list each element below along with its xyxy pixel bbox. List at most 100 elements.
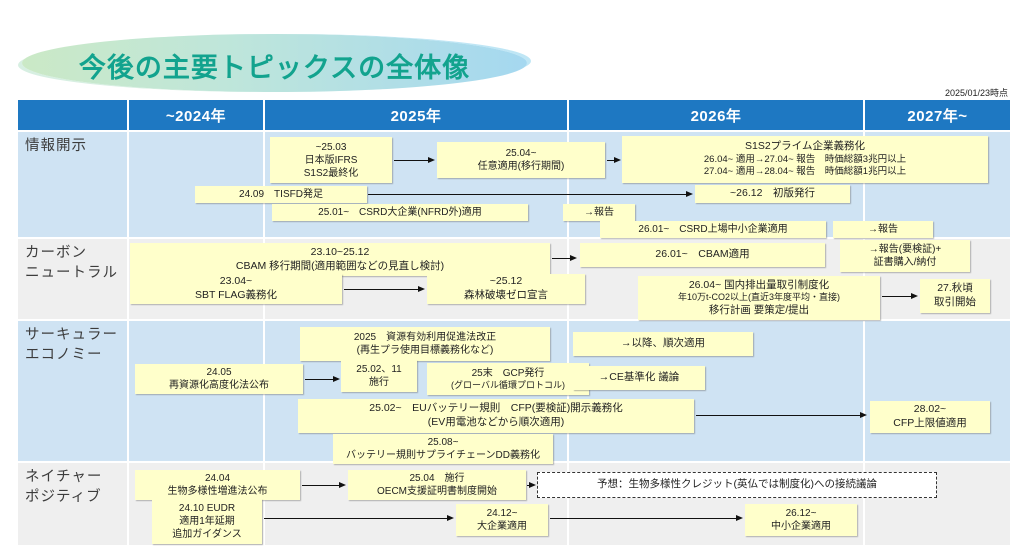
row-label: 情報開示: [25, 136, 87, 156]
note-line: バッテリー規則サプライチェーンDD義務化: [346, 450, 540, 461]
note-line: OECM支援証明書制度開始: [377, 486, 497, 497]
note-line: CFP上限値適用: [893, 417, 967, 429]
note-line: 23.10~25.12: [310, 245, 370, 258]
timeline-note: ~26.12 初版発行: [695, 185, 850, 203]
note-line: 24.04: [204, 473, 231, 484]
note-line: ~25.12: [489, 275, 523, 288]
timeline-note: 28.02~CFP上限値適用: [870, 401, 990, 433]
timeline-arrow: [527, 481, 536, 488]
arrowhead-icon: [860, 411, 867, 418]
note-line: 24.05: [206, 367, 232, 378]
header-cell: 2025年: [265, 100, 567, 130]
timeline-note: →報告: [833, 221, 933, 238]
arrowhead-icon: [428, 156, 435, 163]
note-line: 証書購入/納付: [873, 257, 937, 268]
arrowhead-icon: [911, 292, 918, 299]
note-line: 大企業適用: [477, 521, 527, 532]
note-line: SBT FLAG義務化: [194, 289, 278, 301]
row-label-line: ポジティブ: [25, 489, 102, 506]
note-line: 25.02、11: [356, 364, 402, 375]
note-line: 森林破壊ゼロ宣言: [464, 289, 548, 301]
timeline-note: 25.04~ 任意適用(移行期間): [437, 142, 605, 178]
timeline-arrow: [607, 156, 621, 163]
timeline-note: 26.01~ CBAM適用: [580, 243, 825, 267]
note-line: ~26.12 初版発行: [730, 187, 815, 200]
row-label-line: ネイチャー: [25, 469, 103, 485]
timeline-arrow: [394, 156, 435, 163]
timeline-note: 27.秋頃取引開始: [920, 279, 990, 313]
timeline-note: →報告(要検証)+証書購入/納付: [840, 240, 970, 272]
note-line: →CE基準化 議論: [598, 371, 680, 384]
note-line: 追加ガイダンス: [172, 529, 242, 540]
note-line: 年10万t-CO2以上(直近3年度平均・直接): [677, 292, 840, 303]
timeline-arrow: [368, 190, 693, 197]
note-line: (EV用電池などから順次適用): [427, 416, 565, 428]
title-banner: 今後の主要トピックスの全体像: [22, 34, 527, 92]
row-label: カーボンニュートラル: [25, 243, 118, 284]
note-line: 26.04~ 国内排出量取引制度化: [688, 278, 830, 291]
column-separator: [863, 130, 865, 545]
header-cell: [18, 100, 127, 130]
timeline-note: →報告: [563, 204, 635, 221]
note-line: 26.01~ CBAM適用: [655, 248, 750, 261]
note-line: 25.02~ EUバッテリー規則 CFP(要検証)開示義務化: [369, 402, 623, 415]
timeline-arrow: [264, 514, 454, 521]
note-line: 26.12~: [785, 508, 817, 519]
note-line: 25.08~: [427, 437, 459, 448]
header-cell: 2027年~: [865, 100, 1010, 130]
note-line: →報告: [584, 207, 614, 218]
note-line: 2025 資源有効利用促進法改正: [353, 332, 497, 343]
timeline-arrow: [696, 411, 867, 418]
column-separator: [567, 130, 569, 545]
note-line: 28.02~: [913, 403, 947, 416]
note-line: 24.12~: [486, 508, 518, 519]
note-line: 25.04~: [505, 148, 537, 159]
note-line: (グローバル循環プロトコル): [451, 379, 565, 390]
note-line: 25末 GCP発行: [471, 367, 545, 379]
arrowhead-icon: [529, 481, 536, 488]
column-separator: [127, 130, 129, 545]
timeline-note: 25.08~ バッテリー規則サプライチェーンDD義務化: [333, 434, 553, 464]
timeline-note: 24.09 TISFD発足: [195, 186, 367, 203]
note-line: →報告: [868, 224, 898, 235]
note-line: S1S2プライム企業義務化: [745, 140, 865, 153]
timeline-note: 24.04 生物多様性増進法公布: [135, 470, 300, 500]
header-cell: 2026年: [569, 100, 863, 130]
column-separator: [263, 130, 265, 545]
row-label-line: 情報開示: [25, 138, 87, 154]
note-line: CBAM 移行期間(適用範囲などの見直し検討): [235, 259, 445, 272]
timeline-note: 26.01~ CSRD上場中小企業適用: [600, 221, 826, 238]
note-line: 任意適用(移行期間): [477, 161, 565, 172]
date-note: 2025/01/23時点: [944, 88, 1008, 98]
arrowhead-icon: [736, 514, 743, 521]
arrowhead-icon: [333, 375, 340, 382]
note-line: 適用1年延期: [179, 516, 235, 527]
arrowhead-icon: [447, 514, 454, 521]
timeline-arrow: [882, 292, 918, 299]
timeline-note: 26.04~ 国内排出量取引制度化年10万t-CO2以上(直近3年度平均・直接)…: [638, 276, 880, 320]
timeline-arrow: [550, 514, 743, 521]
note-line: S1S2最終化: [303, 167, 359, 179]
timeline-note: 25.02~ EUバッテリー規則 CFP(要検証)開示義務化(EV用電池などから…: [298, 399, 694, 433]
row-label: ネイチャーポジティブ: [25, 467, 102, 508]
note-line: 24.09 TISFD発足: [239, 189, 323, 200]
note-line: 23.04~: [219, 275, 253, 288]
row-label: サーキュラーエコノミー: [25, 325, 118, 366]
note-line: 生物多様性増進法公布: [167, 486, 268, 497]
timeline-note: 24.10 EUDR 適用1年延期追加ガイダンス: [152, 499, 262, 544]
timeline-arrow: [302, 481, 346, 488]
note-line: 27.04~ 適用→28.04~ 報告 時価総額1兆円以上: [703, 166, 907, 178]
timeline-note: 26.12~中小企業適用: [745, 504, 857, 536]
note-line: 移行計画 要策定/提出: [708, 303, 810, 316]
arrowhead-icon: [686, 190, 693, 197]
timeline-note: 25.01~ CSRD大企業(NFRD外)適用: [272, 204, 528, 221]
timeline-note: →CE基準化 議論: [573, 366, 705, 390]
note-line: 24.10 EUDR: [178, 503, 236, 514]
